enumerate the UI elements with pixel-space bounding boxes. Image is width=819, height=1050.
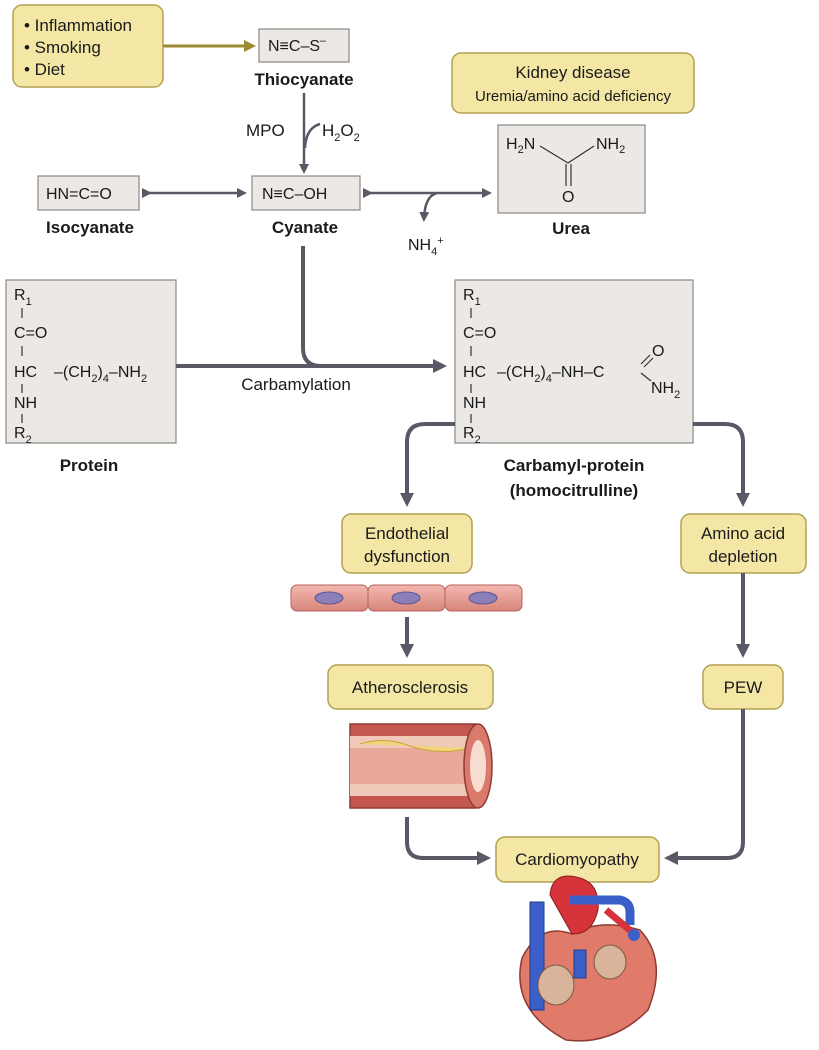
- svg-text:Amino acid: Amino acid: [701, 524, 785, 543]
- isocyanate-label: Isocyanate: [46, 218, 134, 237]
- svg-text:HC: HC: [14, 364, 37, 381]
- mpo-label: MPO: [246, 121, 285, 140]
- carbamylation-label: Carbamylation: [241, 375, 351, 394]
- kidney-disease-box: Kidney disease Uremia/amino acid deficie…: [451, 52, 695, 114]
- atherosclerosis-to-cardiomyopathy-arrow: [405, 817, 491, 865]
- isocyanate-box: HN=C=O: [37, 175, 140, 211]
- homocitrulline-label: (homocitrulline): [510, 481, 638, 500]
- amino-acid-depletion-box: Amino acid depletion: [680, 513, 807, 574]
- endothelial-dysfunction-box: Endothelial dysfunction: [341, 513, 473, 574]
- cardiomyopathy-box: Cardiomyopathy: [495, 836, 660, 883]
- svg-text:HC: HC: [463, 364, 486, 381]
- svg-text:R1: R1: [463, 287, 481, 308]
- svg-text:N≡C–OH: N≡C–OH: [262, 186, 327, 203]
- svg-text:Endothelial: Endothelial: [365, 524, 449, 543]
- ammonium-label: NH4+: [408, 235, 444, 258]
- svg-text:depletion: depletion: [708, 547, 777, 566]
- h2o2-label: H2O2: [322, 121, 360, 144]
- svg-text:O: O: [652, 343, 664, 360]
- urea-label: Urea: [552, 219, 590, 238]
- cyanate-down-arrow: [301, 246, 322, 368]
- cyanate-label: Cyanate: [272, 218, 338, 237]
- svg-text:–(CH2)4–NH–C: –(CH2)4–NH–C: [497, 364, 604, 385]
- svg-text:C=O: C=O: [463, 325, 496, 342]
- cyanate-box: N≡C–OH: [251, 175, 361, 211]
- svg-text:NH: NH: [14, 395, 37, 412]
- urea-box: H2N NH2 O: [497, 124, 646, 214]
- svg-text:C=O: C=O: [14, 325, 47, 342]
- trigger-inflammation: • Inflammation: [24, 16, 132, 35]
- trigger-diet: • Diet: [24, 60, 65, 79]
- svg-text:R1: R1: [14, 287, 32, 308]
- thiocyanate-box: N≡C–S–: [258, 28, 350, 63]
- svg-text:PEW: PEW: [724, 678, 763, 697]
- ammonium-arrow: [419, 191, 438, 222]
- thiocyanate-label: Thiocyanate: [254, 70, 353, 89]
- svg-text:NH: NH: [463, 395, 486, 412]
- h2o2-curve: [303, 122, 321, 149]
- kidney-disease-title: Kidney disease: [515, 63, 630, 82]
- svg-text:NH2: NH2: [596, 136, 625, 156]
- protein-label: Protein: [60, 456, 119, 475]
- artery-illustration: [349, 723, 493, 809]
- svg-text:Atherosclerosis: Atherosclerosis: [352, 678, 468, 697]
- svg-text:–(CH2)4–NH2: –(CH2)4–NH2: [54, 364, 147, 385]
- svg-text:O: O: [562, 189, 574, 206]
- atherosclerosis-box: Atherosclerosis: [327, 664, 494, 710]
- carbamyl-protein-structure-box: R1 C=O HC –(CH2)4–NH–C O NH2 NH R2: [454, 279, 694, 446]
- protein-structure-box: R1 C=O HC –(CH2)4–NH2 NH R2: [5, 279, 177, 446]
- heart-illustration: [519, 875, 658, 1042]
- kidney-disease-subtitle: Uremia/amino acid deficiency: [475, 88, 671, 105]
- triggers-box: • Inflammation • Smoking • Diet: [12, 4, 164, 88]
- pew-box: PEW: [702, 664, 784, 710]
- svg-text:NH2: NH2: [651, 380, 680, 401]
- svg-text:R2: R2: [14, 425, 32, 446]
- svg-text:H2N: H2N: [506, 136, 535, 156]
- trigger-smoking: • Smoking: [24, 38, 101, 57]
- carbamyl-protein-label: Carbamyl-protein: [504, 456, 645, 475]
- left-branch-arrow: [400, 422, 455, 507]
- svg-text:Cardiomyopathy: Cardiomyopathy: [515, 850, 639, 869]
- svg-text:dysfunction: dysfunction: [364, 547, 450, 566]
- svg-text:R2: R2: [463, 425, 481, 446]
- svg-text:N≡C–S–: N≡C–S–: [268, 35, 327, 55]
- endothelial-cells-illustration: [290, 584, 523, 612]
- right-branch-arrow: [693, 422, 750, 507]
- pew-to-cardiomyopathy-arrow: [664, 709, 745, 865]
- svg-text:HN=C=O: HN=C=O: [46, 186, 112, 203]
